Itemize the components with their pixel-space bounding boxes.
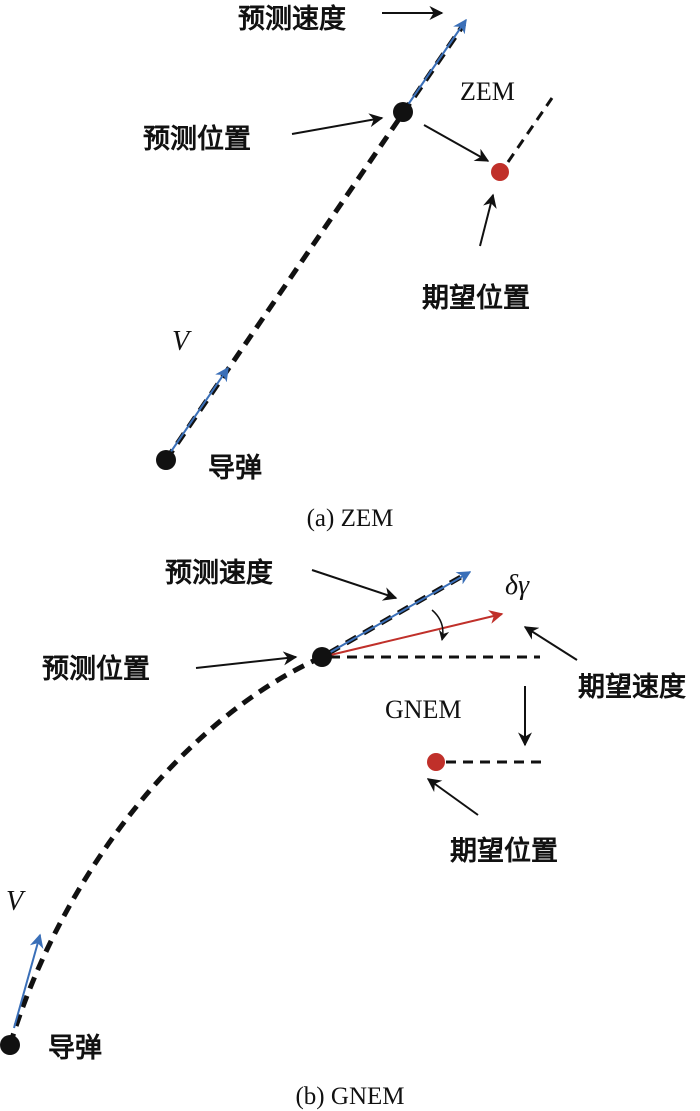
- pointer-arrow: [195, 651, 298, 669]
- trajectory-dashed: [7, 571, 468, 1046]
- panel-b-gnem: 预测速度 预测位置 δγ 期望速度 GNEM 期望位置 V 导弹 (b) GNE…: [0, 557, 686, 1110]
- pointer-arrow: [523, 626, 578, 661]
- pointer-arrow: [311, 569, 398, 601]
- label-missile: 导弹: [48, 1033, 102, 1064]
- velocity-v-arrow: [167, 366, 229, 457]
- desired-trajectory-dashed: [506, 97, 554, 163]
- desired-position-dot: [491, 163, 509, 181]
- missile-dot: [0, 1035, 20, 1055]
- label-delta-gamma: δγ: [505, 570, 530, 601]
- velocity-v-arrow: [13, 933, 44, 1029]
- label-zem: ZEM: [460, 77, 515, 106]
- label-missile: 导弹: [208, 453, 262, 484]
- label-desired-velocity: 期望速度: [578, 671, 686, 703]
- pointer-arrow: [426, 778, 479, 816]
- pointer-arrow: [291, 113, 384, 135]
- desired-velocity-arrow: [321, 610, 504, 658]
- predicted-velocity-arrow: [321, 571, 472, 658]
- label-desired-position: 期望位置: [450, 835, 558, 867]
- caption-a: (a) ZEM: [307, 505, 394, 532]
- label-velocity-v: V: [6, 886, 26, 917]
- predicted-position-dot: [393, 102, 413, 122]
- missile-dot: [156, 450, 176, 470]
- label-predicted-position: 预测位置: [42, 653, 150, 685]
- zem-arrow: [423, 124, 490, 162]
- desired-position-dot: [427, 753, 445, 771]
- label-desired-position: 期望位置: [422, 282, 530, 314]
- pointer-arrow: [479, 193, 497, 247]
- panel-a-zem: 预测速度 预测位置 ZEM 期望位置 V 导弹 (a) ZEM: [143, 3, 554, 532]
- label-gnem: GNEM: [385, 695, 462, 724]
- label-predicted-position: 预测位置: [143, 123, 251, 155]
- predicted-velocity-arrow: [402, 18, 467, 113]
- caption-b: (b) GNEM: [295, 1083, 404, 1110]
- label-predicted-velocity: 预测速度: [238, 3, 346, 35]
- predicted-position-dot: [312, 647, 332, 667]
- label-predicted-velocity: 预测速度: [165, 557, 273, 589]
- label-velocity-v: V: [172, 326, 192, 357]
- delta-gamma-arc-arrow: [431, 609, 450, 642]
